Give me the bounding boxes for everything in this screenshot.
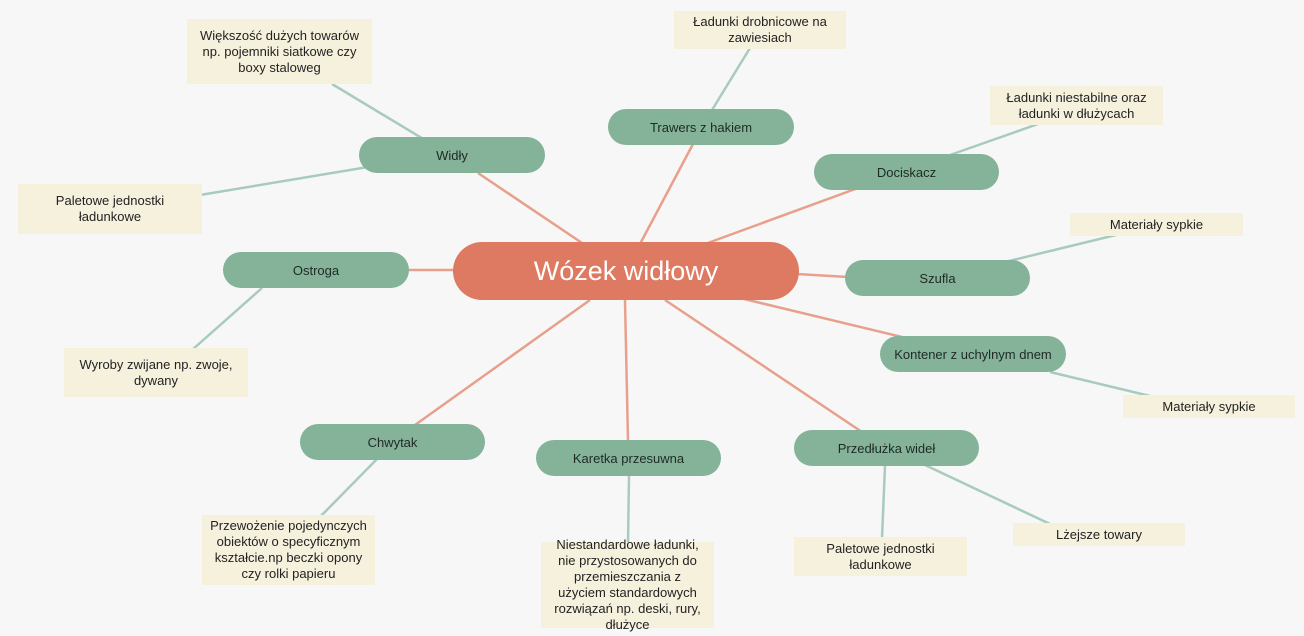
- leaf-szufla-1[interactable]: Materiały sypkie: [1070, 213, 1243, 236]
- link-ostroga-leaf: [191, 287, 263, 351]
- leaf-trawers-1-text: Ładunki drobnicowe na zawiesiach: [693, 14, 827, 45]
- leaf-przedluzka-2-text: Lżejsze towary: [1056, 526, 1142, 542]
- link-center-widly: [477, 171, 586, 247]
- leaf-przedluzka-2[interactable]: Lżejsze towary: [1013, 523, 1185, 546]
- branch-przedluzka[interactable]: Przedłużka wideł: [794, 430, 979, 466]
- branch-karetka[interactable]: Karetka przesuwna: [536, 440, 721, 476]
- leaf-dociskacz-1[interactable]: Ładunki niestabilne oraz ładunki w dłuży…: [990, 86, 1163, 125]
- leaf-szufla-1-text: Materiały sypkie: [1109, 216, 1204, 232]
- branch-kontener[interactable]: Kontener z uchylnym dnem: [880, 336, 1066, 372]
- link-przedluzka-leaf1: [880, 465, 887, 539]
- branch-trawers[interactable]: Trawers z hakiem: [608, 109, 794, 145]
- leaf-karetka-1-text: Niestandardowe ładunki, nie przystosowan…: [554, 537, 701, 632]
- link-widly-leaf2: [199, 165, 369, 197]
- leaf-widly-1[interactable]: Większość dużych towarów np. pojemniki s…: [187, 19, 372, 84]
- branch-widly[interactable]: Widły: [359, 137, 545, 173]
- branch-ostroga[interactable]: Ostroga: [223, 252, 409, 288]
- branch-chwytak[interactable]: Chwytak: [300, 424, 485, 460]
- branch-chwytak-label: Chwytak: [367, 434, 418, 450]
- branch-kontener-label: Kontener z uchylnym dnem: [894, 346, 1052, 362]
- link-center-szufla: [796, 272, 849, 279]
- leaf-chwytak-1[interactable]: Przewożenie pojedynczych obiektów o spec…: [202, 515, 375, 585]
- link-chwytak-leaf: [319, 457, 379, 518]
- link-przedluzka-leaf2: [924, 463, 1051, 526]
- branch-karetka-label: Karetka przesuwna: [572, 450, 685, 466]
- link-dociskacz-leaf: [949, 122, 1039, 157]
- leaf-widly-2-text: Paletowe jednostki ładunkowe: [55, 193, 165, 224]
- link-widly-leaf1: [331, 82, 426, 142]
- link-center-dociskacz: [704, 186, 859, 246]
- link-kontener-leaf: [1049, 370, 1151, 398]
- leaf-kontener-1[interactable]: Materiały sypkie: [1123, 395, 1295, 418]
- branch-przedluzka-label: Przedłużka wideł: [837, 440, 936, 456]
- branch-szufla-label: Szufla: [919, 270, 956, 286]
- leaf-dociskacz-1-text: Ładunki niestabilne oraz ładunki w dłuży…: [1006, 89, 1147, 121]
- leaf-chwytak-1-text: Przewożenie pojedynczych obiektów o spec…: [210, 518, 367, 581]
- link-center-kontener: [739, 296, 903, 339]
- leaf-widly-2[interactable]: Paletowe jednostki ładunkowe: [18, 184, 202, 234]
- branch-trawers-label: Trawers z hakiem: [649, 119, 753, 135]
- leaf-przedluzka-1[interactable]: Paletowe jednostki ładunkowe: [794, 537, 967, 576]
- leaf-ostroga-1[interactable]: Wyroby zwijane np. zwoje, dywany: [64, 348, 248, 397]
- leaf-karetka-1[interactable]: Niestandardowe ładunki, nie przystosowan…: [541, 537, 714, 632]
- link-karetka-leaf: [626, 475, 631, 544]
- link-szufla-leaf: [1004, 232, 1121, 264]
- leaf-kontener-1-text: Materiały sypkie: [1162, 398, 1256, 414]
- link-center-karetka: [623, 299, 630, 442]
- leaf-ostroga-1-text: Wyroby zwijane np. zwoje, dywany: [79, 356, 233, 388]
- branch-dociskacz[interactable]: Dociskacz: [814, 154, 999, 190]
- branch-widly-label: Widły: [436, 147, 468, 163]
- central-topic-label: Wózek widłowy: [533, 255, 719, 286]
- central-topic[interactable]: Wózek widłowy: [453, 242, 799, 300]
- leaf-trawers-1[interactable]: Ładunki drobnicowe na zawiesiach: [674, 11, 846, 49]
- link-trawers-leaf: [710, 47, 752, 111]
- leaf-przedluzka-1-text: Paletowe jednostki ładunkowe: [826, 540, 935, 572]
- branch-ostroga-label: Ostroga: [292, 262, 340, 278]
- branch-dociskacz-label: Dociskacz: [876, 164, 937, 180]
- branch-szufla[interactable]: Szufla: [845, 260, 1030, 296]
- link-center-przedluzka: [664, 298, 863, 434]
- link-center-chwytak: [414, 298, 591, 427]
- leaf-widly-1-text: Większość dużych towarów np. pojemniki s…: [200, 27, 359, 75]
- link-center-trawers: [638, 143, 695, 245]
